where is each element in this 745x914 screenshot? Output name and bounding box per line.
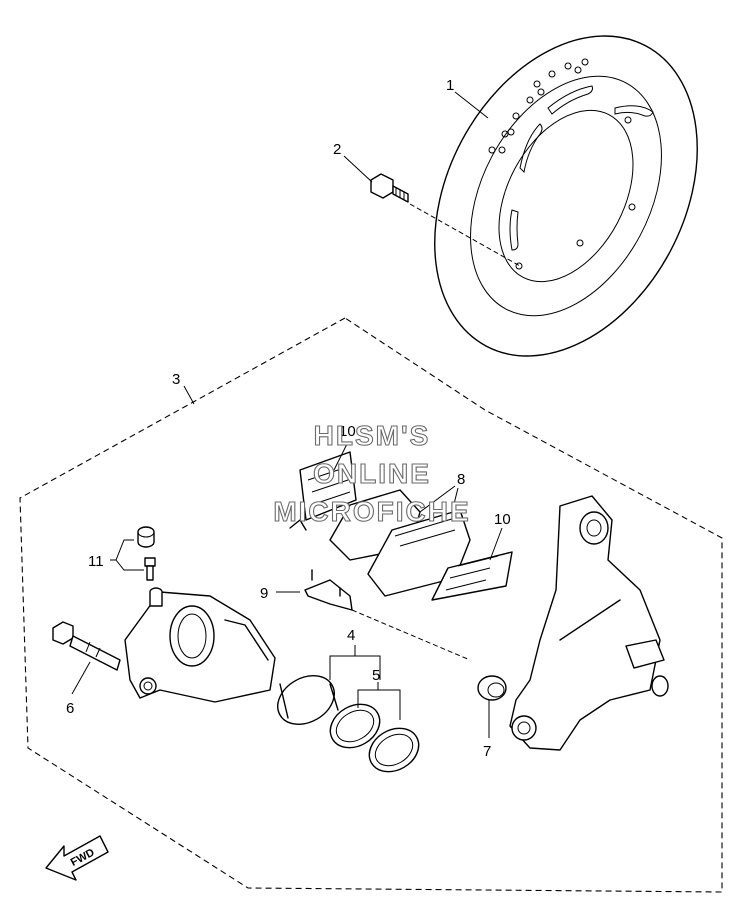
callout-4: 4: [347, 627, 355, 644]
spring-leader-dashed: [351, 609, 471, 661]
watermark: HLSM'S ONLINE MICROFICHE: [273, 419, 470, 527]
disc-drill-holes: [488, 58, 636, 270]
bleed-screw-and-cap[interactable]: [137, 526, 156, 581]
callout-7: 7: [483, 743, 491, 760]
callout-3: 3: [172, 371, 180, 388]
pad-spring[interactable]: [304, 569, 353, 611]
callout-10-upper: 10: [339, 423, 356, 440]
caliper-body[interactable]: [124, 587, 276, 703]
caliper-boot[interactable]: [477, 675, 507, 701]
pad-shim-upper[interactable]: [289, 451, 357, 531]
caliper-assembly-boundary: [19, 317, 723, 893]
callout-2: 2: [333, 141, 341, 158]
fwd-arrow-icon: FWD: [45, 835, 109, 881]
pad-shim-right[interactable]: [431, 551, 513, 601]
callout-5: 5: [372, 667, 380, 684]
callout-8: 8: [457, 471, 465, 488]
callout-9: 9: [260, 585, 268, 602]
caliper-piston[interactable]: [269, 666, 343, 734]
caliper-pin-bolt[interactable]: [52, 621, 121, 671]
disc-bolt[interactable]: [370, 173, 409, 203]
piston-seal-pair[interactable]: [322, 696, 426, 781]
leader-lines: [71, 91, 503, 738]
watermark-line-1: HLSM'S: [314, 420, 431, 451]
watermark-line-3: MICROFICHE: [273, 496, 470, 527]
callout-10-right: 10: [494, 511, 511, 528]
callout-6: 6: [66, 700, 74, 717]
caliper-bracket[interactable]: [509, 495, 669, 751]
brake-disc[interactable]: [382, 0, 745, 401]
callout-11: 11: [88, 553, 104, 570]
callout-1: 1: [446, 77, 454, 94]
bolt-leader-dashed: [409, 203, 521, 267]
watermark-line-2: ONLINE: [313, 458, 431, 489]
